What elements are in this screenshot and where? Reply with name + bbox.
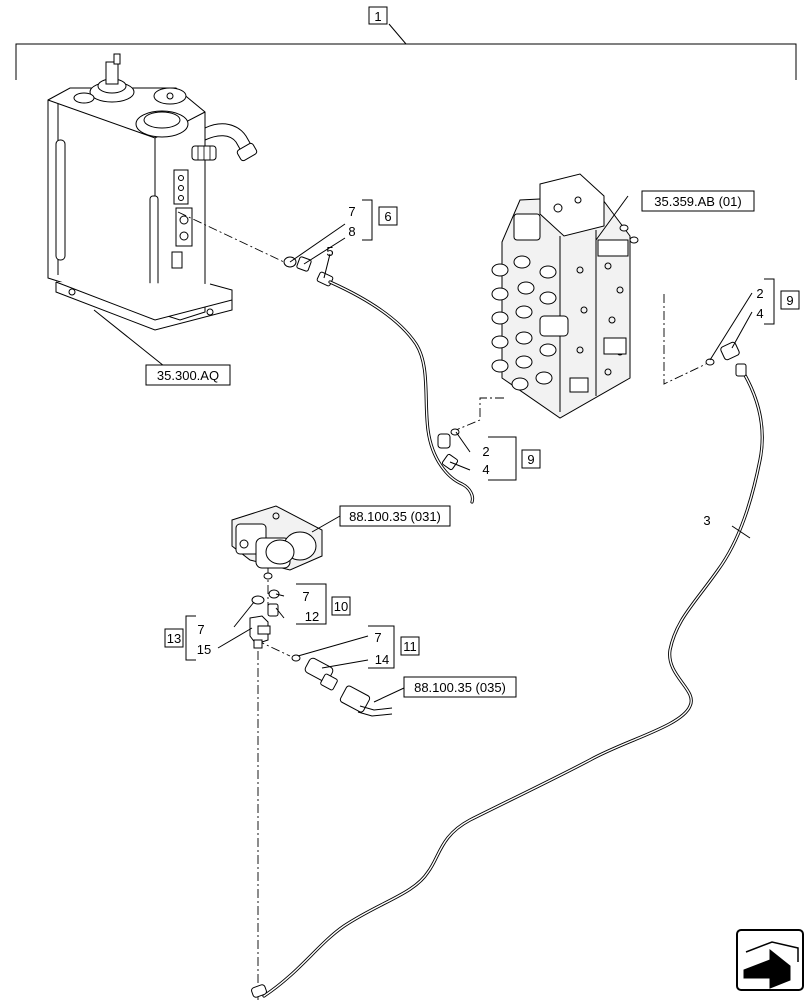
group-10-box: 10 — [334, 599, 348, 614]
leader-lines — [93, 195, 753, 703]
ref-tank-label: 35.300.AQ — [157, 368, 219, 383]
valve-spool-caps — [491, 255, 557, 391]
group-11-box: 11 — [403, 639, 417, 654]
ref-tank[interactable]: 35.300.AQ — [145, 364, 231, 386]
group-9-right-item-bottom: 4 — [756, 306, 763, 321]
center-lines — [177, 211, 707, 1000]
group-9-center-item-top: 2 — [482, 444, 489, 459]
hose-5-label: 5 — [326, 244, 333, 259]
group-13-item-top: 7 — [197, 622, 204, 637]
group-6: 7 8 6 — [348, 199, 398, 241]
group-10-item-bottom: 12 — [305, 609, 319, 624]
ref-control-valve[interactable]: 35.359.AB (01) — [641, 190, 755, 212]
group-10[interactable]: 7 12 10 — [296, 583, 351, 625]
group-6-box: 6 — [384, 209, 391, 224]
group-6-item-top: 7 — [348, 204, 355, 219]
group-11[interactable]: 7 14 11 — [368, 625, 420, 669]
group-9-right[interactable]: 2 4 9 — [756, 278, 800, 325]
assembly-bracket: 1 — [15, 6, 797, 80]
group-9-center-item-bottom: 4 — [482, 462, 489, 477]
group-9-right-item-top: 2 — [756, 286, 763, 301]
group-9-center[interactable]: 2 4 9 — [482, 436, 541, 481]
group-13[interactable]: 13 7 15 — [164, 615, 211, 661]
control-valve-block — [491, 173, 639, 419]
valve-fittings — [249, 589, 280, 649]
ref-solenoid-valve[interactable]: 88.100.35 (031) — [339, 505, 451, 527]
ref-control-valve-label: 35.359.AB (01) — [654, 194, 741, 209]
ref-solenoid-valve-label: 88.100.35 (031) — [349, 509, 441, 524]
hose-3-label: 3 — [703, 513, 710, 528]
hose-3 — [251, 341, 764, 998]
hose-5 — [328, 280, 475, 504]
arrow-left-icon[interactable] — [736, 929, 804, 991]
hydraulic-tank — [47, 53, 258, 331]
group-9-center-box: 9 — [527, 452, 534, 467]
group-6-item-bottom: 8 — [348, 224, 355, 239]
group-13-box: 13 — [167, 631, 181, 646]
pressure-switch — [291, 654, 393, 717]
group-11-item-bottom: 14 — [375, 652, 389, 667]
ref-pressure-switch-label: 88.100.35 (035) — [414, 680, 506, 695]
group-11-item-top: 7 — [374, 630, 381, 645]
group-9-right-box: 9 — [786, 293, 793, 308]
group-13-item-bottom: 15 — [197, 642, 211, 657]
ref-pressure-switch[interactable]: 88.100.35 (035) — [403, 676, 517, 698]
assembly-item-number: 1 — [374, 9, 381, 24]
group-10-item-top: 7 — [302, 589, 309, 604]
solenoid-valve — [231, 505, 323, 580]
